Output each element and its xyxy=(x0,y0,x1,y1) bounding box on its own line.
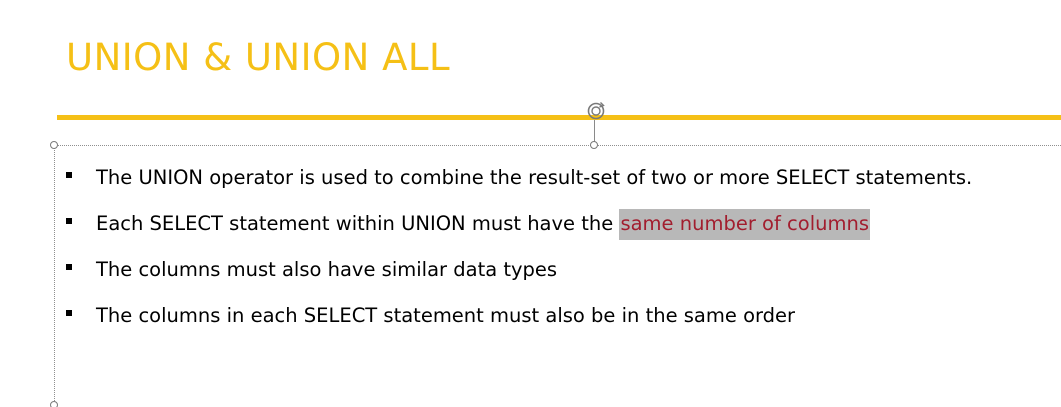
rotate-handle-stem xyxy=(594,120,595,142)
bullet-text: The columns must also have similar data … xyxy=(96,258,558,281)
list-item[interactable]: The UNION operator is used to combine th… xyxy=(0,160,1061,206)
bullet-text-prefix: Each SELECT statement within UNION must … xyxy=(96,212,620,235)
textbox-border-left xyxy=(54,145,55,407)
bullet-text: The columns in each SELECT statement mus… xyxy=(96,304,796,327)
list-item[interactable]: Each SELECT statement within UNION must … xyxy=(0,206,1061,252)
textbox-border-top xyxy=(55,145,1061,146)
bullet-list[interactable]: The UNION operator is used to combine th… xyxy=(0,160,1061,344)
selected-text-highlight[interactable]: same number of columns xyxy=(619,209,870,240)
resize-handle-top-left[interactable] xyxy=(50,141,58,149)
square-bullet xyxy=(66,218,72,224)
square-bullet xyxy=(66,172,72,178)
resize-handle-top-center[interactable] xyxy=(590,141,598,149)
slide-title[interactable]: UNION & UNION ALL xyxy=(66,36,451,79)
list-item[interactable]: The columns must also have similar data … xyxy=(0,252,1061,298)
square-bullet xyxy=(66,264,72,270)
list-item[interactable]: The columns in each SELECT statement mus… xyxy=(0,298,1061,344)
bullet-text: Each SELECT statement within UNION must … xyxy=(96,209,870,240)
title-underline xyxy=(57,115,1061,120)
square-bullet xyxy=(66,310,72,316)
bullet-text: The UNION operator is used to combine th… xyxy=(96,166,973,189)
rotate-icon[interactable] xyxy=(585,100,607,122)
resize-handle-bottom-left[interactable] xyxy=(50,401,58,407)
